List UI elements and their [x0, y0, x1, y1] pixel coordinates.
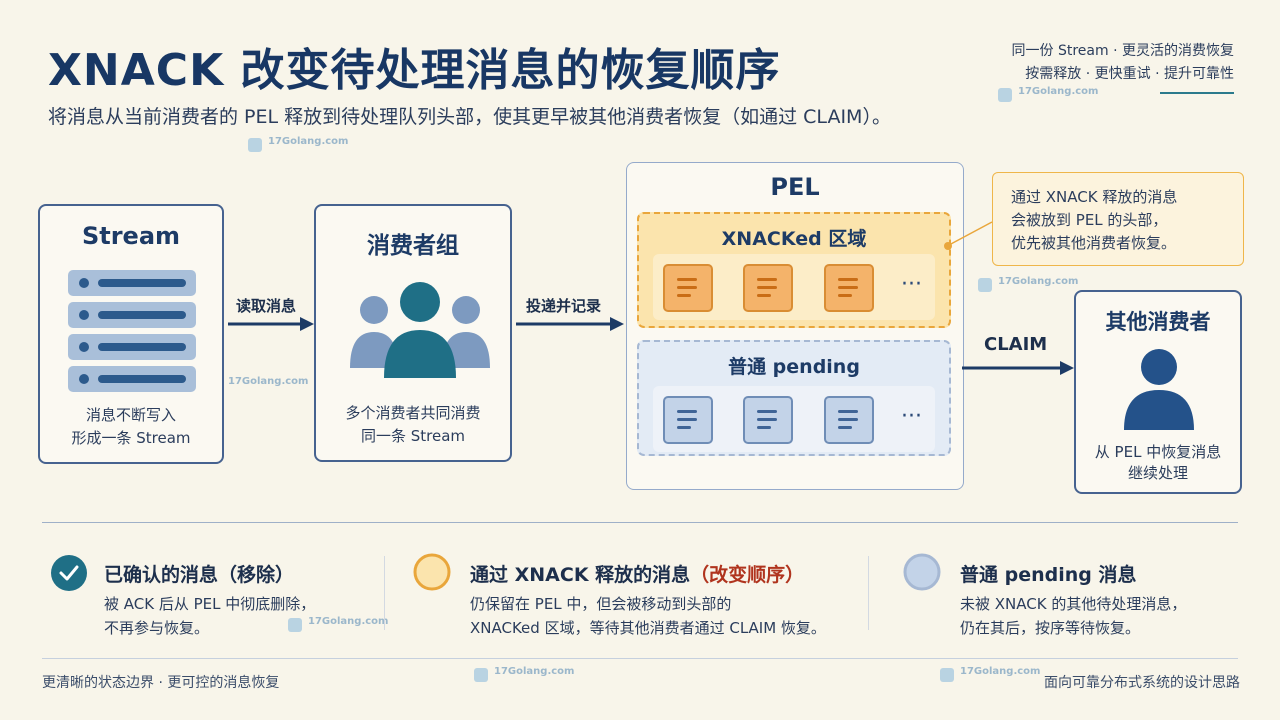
- callout-line-3: 优先被其他消费者恢复。: [1011, 234, 1177, 252]
- stream-entry: [68, 334, 196, 360]
- xnack-callout: 通过 XNACK 释放的消息 会被放到 PEL 的头部， 优先被其他消费者恢复。: [992, 172, 1244, 266]
- callout-line-1: 通过 XNACK 释放的消息: [1011, 188, 1178, 206]
- arrow-deliver-icon: [516, 317, 624, 331]
- arrow-deliver-label: 投递并记录: [526, 297, 602, 315]
- stream-card-caption-2: 形成一条 Stream: [71, 429, 191, 447]
- legend-acked-desc-2: 不再参与恢复。: [104, 619, 210, 637]
- consumer-group-icon: [350, 282, 490, 378]
- stream-entry: [68, 302, 196, 328]
- top-right-rule: [1160, 92, 1234, 94]
- callout-pointer-line: [944, 221, 993, 250]
- legend-xnack-desc-2: XNACKed 区域，等待其他消费者通过 CLAIM 恢复。: [470, 619, 826, 637]
- watermark-logo-icon: [288, 618, 302, 632]
- section-divider: [42, 522, 1238, 523]
- pel-title: PEL: [770, 173, 820, 201]
- claim-label: CLAIM: [984, 334, 1048, 355]
- consumer-person-icon: [1124, 349, 1194, 430]
- pending-message-icon: [743, 396, 793, 444]
- other-consumer-title: 其他消费者: [1105, 310, 1211, 334]
- page-title: XNACK 改变待处理消息的恢复顺序: [48, 45, 781, 96]
- legend-acked-desc-1: 被 ACK 后从 PEL 中彻底删除，: [104, 595, 316, 613]
- pending-message-row: ···: [653, 386, 935, 452]
- ellipsis: ···: [901, 272, 922, 297]
- xnack-circle-icon: [413, 553, 451, 591]
- pending-message-icon: [663, 396, 713, 444]
- legend-xnack-highlight: （改变顺序）: [690, 564, 805, 586]
- xnacked-message-icon: [824, 264, 874, 312]
- stream-entry: [68, 270, 196, 296]
- pel-box: PEL XNACKed 区域 ··· 普通 pending ···: [626, 162, 964, 490]
- footer-left: 更清晰的状态边界 · 更可控的消息恢复: [42, 675, 280, 691]
- watermark-logo-icon: [978, 278, 992, 292]
- legend-pending-desc-1: 未被 XNACK 的其他待处理消息，: [960, 595, 1187, 613]
- watermark-logo-icon: [940, 668, 954, 682]
- pending-zone: 普通 pending ···: [637, 340, 951, 456]
- page-subtitle: 将消息从当前消费者的 PEL 释放到待处理队列头部，使其更早被其他消费者恢复（如…: [48, 106, 891, 128]
- xnacked-message-icon: [663, 264, 713, 312]
- claim-arrow-icon: [962, 361, 1074, 375]
- ellipsis: ···: [901, 404, 922, 429]
- legend-separator: [384, 556, 385, 630]
- legend-pending-title: 普通 pending 消息: [960, 564, 1137, 586]
- xnacked-message-icon: [743, 264, 793, 312]
- acked-check-icon: [51, 555, 87, 591]
- stream-entry: [68, 366, 196, 392]
- pending-zone-title: 普通 pending: [728, 356, 860, 378]
- consumer-group-card: 消费者组 多个消费者共同消费 同一条 Stream: [314, 204, 512, 462]
- consumer-group-caption-1: 多个消费者共同消费: [345, 404, 481, 422]
- xnacked-zone: XNACKed 区域 ···: [637, 212, 951, 328]
- xnacked-zone-title: XNACKed 区域: [721, 228, 867, 250]
- stream-card-caption-1: 消息不断写入: [85, 406, 176, 424]
- watermark-logo-icon: [998, 88, 1012, 102]
- stream-card: Stream 消息不断写入 形成一条 Stream: [38, 204, 224, 464]
- watermark-logo-icon: [248, 138, 262, 152]
- arrow-read-label: 读取消息: [236, 297, 297, 315]
- callout-line-2: 会被放到 PEL 的头部，: [1011, 211, 1168, 229]
- legend-xnack-title: 通过 XNACK 释放的消息（改变顺序）: [470, 564, 805, 586]
- other-consumer-caption-2: 继续处理: [1127, 464, 1188, 482]
- arrow-read-icon: [228, 317, 314, 331]
- legend-separator: [868, 556, 869, 630]
- stream-card-title: Stream: [81, 222, 181, 250]
- consumer-group-card-title: 消费者组: [367, 233, 459, 259]
- xnacked-message-row: ···: [653, 254, 935, 320]
- top-right-line-2: 按需释放 · 更快重试 · 提升可靠性: [1025, 66, 1234, 82]
- footer-right: 面向可靠分布式系统的设计思路: [1044, 675, 1240, 691]
- legend-xnack-desc-1: 仍保留在 PEL 中，但会被移动到头部的: [470, 595, 732, 613]
- watermark-logo-icon: [474, 668, 488, 682]
- legend-acked-title: 已确认的消息（移除）: [104, 564, 295, 586]
- pending-message-icon: [824, 396, 874, 444]
- legend-pending-desc-2: 仍在其后，按序等待恢复。: [960, 619, 1141, 637]
- other-consumer-caption-1: 从 PEL 中恢复消息: [1094, 443, 1222, 461]
- top-right-line-1: 同一份 Stream · 更灵活的消费恢复: [1011, 43, 1234, 59]
- footer-divider: [42, 658, 1238, 659]
- consumer-group-caption-2: 同一条 Stream: [360, 427, 466, 445]
- pending-circle-icon: [903, 553, 941, 591]
- other-consumer-card: 其他消费者 从 PEL 中恢复消息 继续处理: [1074, 290, 1242, 494]
